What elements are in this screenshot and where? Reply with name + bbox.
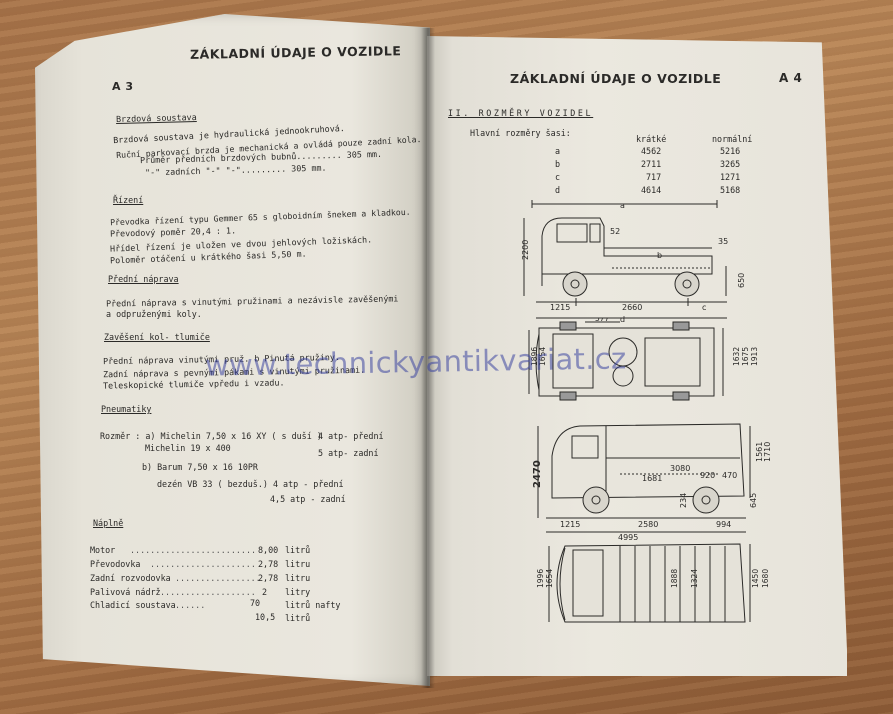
section-heading: Brzdová soustava xyxy=(115,111,197,125)
dim-label: 4995 xyxy=(618,533,638,542)
dim-label: a xyxy=(620,201,625,210)
dim-label: 35 xyxy=(718,237,728,246)
section-heading: Pneumatiky xyxy=(101,404,152,414)
fill-unit: litrů nafty xyxy=(285,600,341,610)
dim-label: 234 xyxy=(679,493,688,508)
dim-label: 1654 xyxy=(538,347,547,366)
table-cell: 2711 xyxy=(641,159,662,169)
dim-label: d xyxy=(620,315,625,324)
truck-side-drawing: a 52 2200 b 35 1215 2660 c 650 d xyxy=(521,200,746,324)
fill-value: 2,78 xyxy=(258,559,279,569)
van-side-drawing: 3080 920 470 1681 1561 1710 2470 234 645… xyxy=(532,423,770,542)
dim-label: 1675 xyxy=(741,347,750,366)
dim-label: 1996 xyxy=(536,569,545,588)
dim-label: 1561 xyxy=(755,442,764,462)
fill-label: Chladicí soustava xyxy=(90,600,176,610)
left-page-code: A 3 xyxy=(112,80,134,93)
dot-leader: ...... xyxy=(175,600,206,610)
fill-unit: litry xyxy=(285,587,311,597)
fill-label: Palivová nádrž xyxy=(90,587,161,597)
right-page-title: ZÁKLADNÍ ÚDAJE O VOZIDLE xyxy=(510,71,722,86)
fill-value: 2 xyxy=(262,587,268,597)
dim-label: 1215 xyxy=(550,303,570,312)
left-page xyxy=(35,14,430,686)
text-line: b) Barum 7,50 x 16 10PR xyxy=(142,462,258,472)
table-cell: b xyxy=(555,159,561,169)
section-title: II. ROZMĚRY VOZIDEL xyxy=(448,108,594,118)
section-heading: Přední náprava xyxy=(108,274,179,284)
table-cell: 4614 xyxy=(641,185,662,195)
dim-label: 1680 xyxy=(761,569,770,588)
table-cell: 5168 xyxy=(720,185,741,195)
dim-label: 1710 xyxy=(763,442,770,462)
dim-label: 1681 xyxy=(642,474,662,483)
table-cell: a xyxy=(555,146,561,156)
section-heading: Zavěšení kol- tlumiče xyxy=(104,332,210,342)
table-header: normální xyxy=(712,134,753,144)
fill-label: Převodovka xyxy=(90,559,141,569)
dim-label: 645 xyxy=(749,493,758,508)
text-line: 4 atp- přední xyxy=(318,431,384,441)
open-book xyxy=(35,14,850,694)
fill-unit: litru xyxy=(285,559,311,569)
truck-top-drawing: 577 1896 1654 1632 1675 1913 xyxy=(528,318,759,401)
dot-leader: ................. xyxy=(175,573,261,583)
text-line: 4,5 atp - zadní xyxy=(270,494,346,504)
van-top-drawing: 1996 1654 1888 1324 1450 1680 xyxy=(536,543,770,623)
text-line: 5 atp- zadní xyxy=(318,448,379,458)
section-heading: Náplně xyxy=(93,518,124,528)
dim-label: 994 xyxy=(716,520,731,529)
table-cell: 5216 xyxy=(720,146,741,156)
right-page-code: A 4 xyxy=(779,71,803,85)
dot-leader: ......................... xyxy=(130,545,257,555)
fill-unit: litrů xyxy=(285,545,311,555)
dim-label: c xyxy=(702,303,706,312)
dim-label: 1324 xyxy=(690,569,699,588)
fill-value: 8,00 xyxy=(258,545,279,555)
dim-label: 1450 xyxy=(751,569,760,588)
fill-unit: litru xyxy=(285,573,311,583)
dot-leader: ................... xyxy=(160,587,256,597)
dim-label: 577 xyxy=(595,318,610,323)
dim-label: 1215 xyxy=(560,520,580,529)
fill-value: 2,78 xyxy=(258,573,279,583)
dim-label: 920 xyxy=(700,471,715,480)
dim-label: 1896 xyxy=(530,347,539,366)
table-cell: 1271 xyxy=(720,172,741,182)
dim-label: 3080 xyxy=(670,464,690,473)
dim-label: 650 xyxy=(737,273,746,288)
table-cell: c xyxy=(555,172,561,182)
dim-label: 2470 xyxy=(532,460,543,488)
dim-label: 470 xyxy=(722,471,737,480)
dim-label: 1654 xyxy=(545,569,554,588)
book-gutter xyxy=(421,28,435,688)
table-caption: Hlavní rozměry šasi: xyxy=(470,128,571,138)
fill-label: Motor xyxy=(90,545,116,555)
fill-unit: litrů xyxy=(285,613,311,623)
fill-value: 70 xyxy=(250,598,261,608)
table-cell: d xyxy=(555,185,561,195)
fill-value: 10,5 xyxy=(255,612,276,622)
table-cell: 3265 xyxy=(720,159,741,169)
table-cell: 717 xyxy=(646,172,662,182)
table-header: krátké xyxy=(636,134,667,144)
dim-label: 1632 xyxy=(732,347,741,366)
text-line: dezén VB 33 ( bezduš.) 4 atp - přední xyxy=(157,479,344,489)
text-line: Rozměr : a) Michelin 7,50 x 16 XY ( s du… xyxy=(100,431,322,441)
dim-label: 1913 xyxy=(750,347,759,366)
table-cell: 4562 xyxy=(641,146,662,156)
text-line: a odpruženými koly. xyxy=(106,309,202,319)
text-line: Michelin 19 x 400 xyxy=(145,443,231,453)
dim-label: 2660 xyxy=(622,303,642,312)
dim-label: 2580 xyxy=(638,520,658,529)
dot-leader: ..................... xyxy=(150,559,256,569)
dim-label: 2200 xyxy=(521,240,530,260)
section-heading: Řízení xyxy=(113,195,144,205)
dim-label: 1888 xyxy=(670,569,679,588)
dim-label: b xyxy=(657,251,662,260)
dim-label: 52 xyxy=(610,227,620,236)
fill-label: Zadní rozvodovka xyxy=(90,573,171,583)
